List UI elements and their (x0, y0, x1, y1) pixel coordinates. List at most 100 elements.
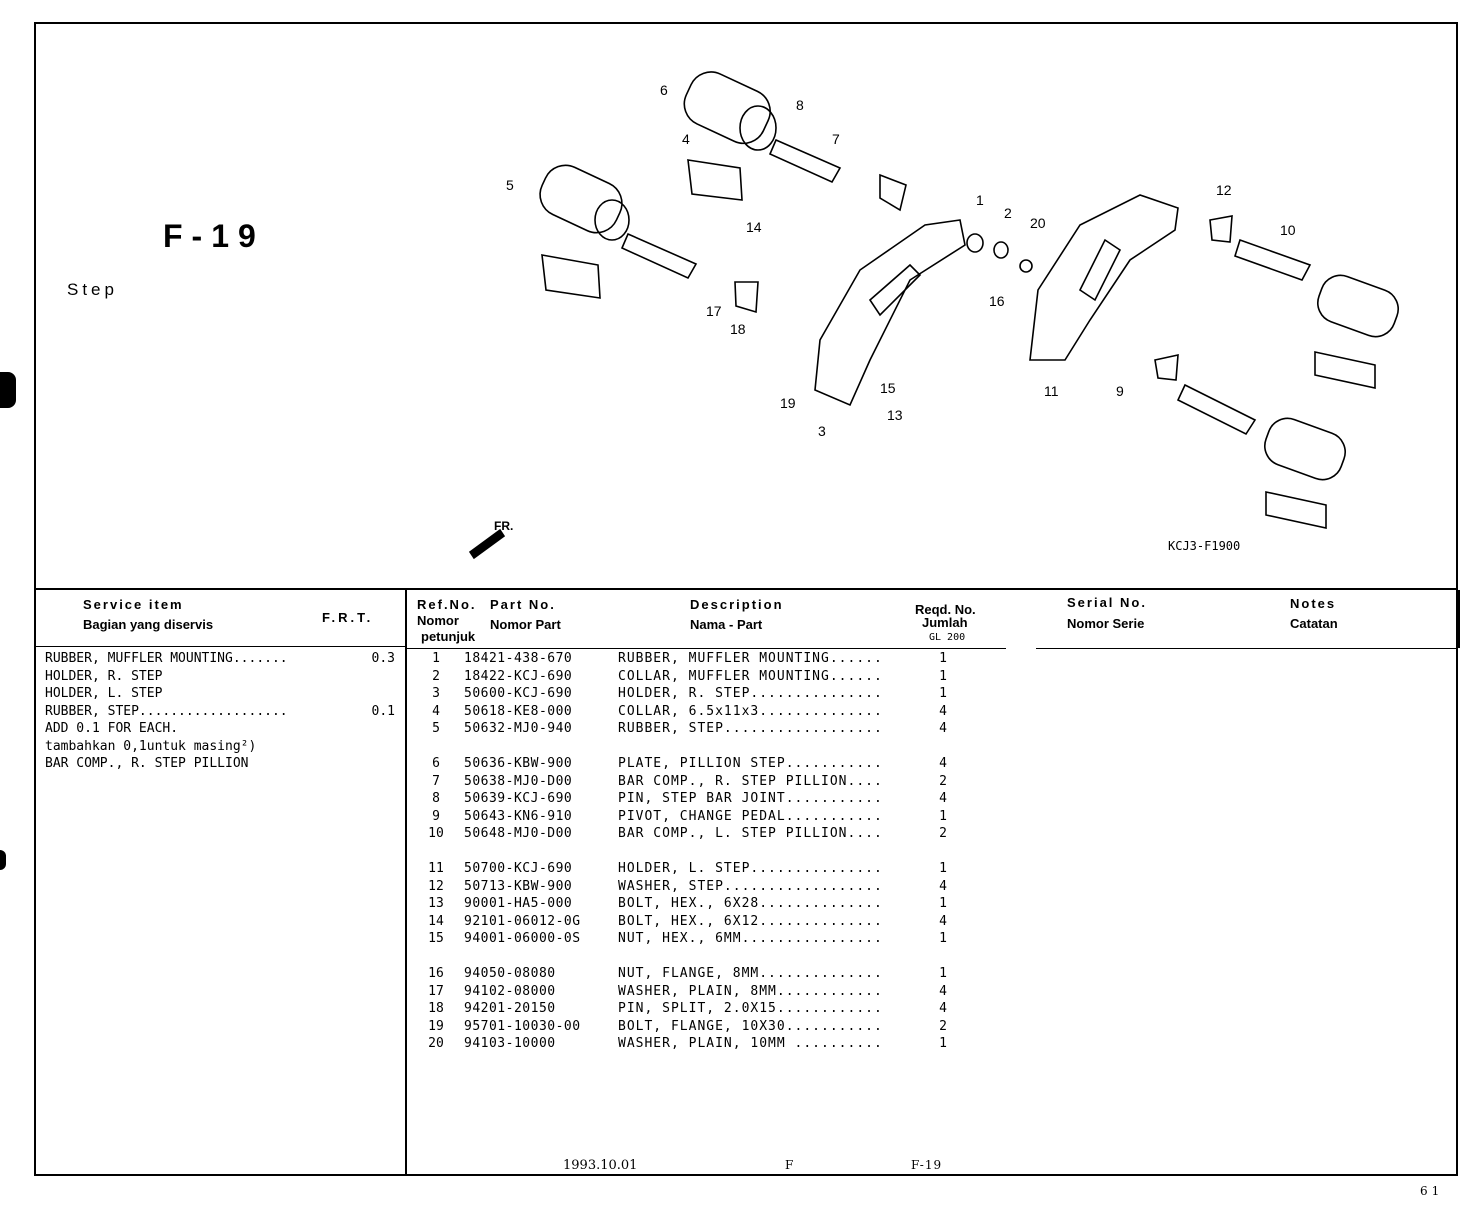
service-item-text: HOLDER, R. STEP (45, 668, 163, 684)
step-rubber-drawing (683, 71, 771, 145)
part-ref: 18 (428, 1001, 444, 1016)
part-ref: 5 (432, 721, 440, 736)
header-description-id: Nama - Part (690, 617, 763, 632)
part-ref: 8 (432, 791, 440, 806)
part-ref: 4 (432, 703, 440, 719)
header-rule-left (34, 646, 406, 647)
step-rubber-drawing (539, 164, 623, 234)
front-arrow (468, 528, 506, 560)
part-quantity: 4 (939, 703, 947, 719)
part-quantity: 1 (939, 861, 947, 876)
part-number: 50700-KCJ-690 (464, 861, 573, 876)
part-number: 18422-KCJ-690 (464, 668, 573, 684)
callout-number: 16 (989, 293, 1005, 309)
part-description: BOLT, HEX., 6X28.............. (618, 896, 883, 911)
callout-number: 5 (506, 177, 514, 193)
part-row: 2 18422-KCJ-690 COLLAR, MUFFLER MOUNTING..… (418, 668, 978, 685)
header-reqd-no: Reqd. No. (915, 602, 976, 617)
part-row: 4 50618-KE8-000 COLLAR, 6.5x11x3..........… (418, 703, 978, 720)
part-description: WASHER, STEP.................. (618, 878, 883, 894)
footer-figure: F-19 (911, 1158, 943, 1172)
callout-number: 2 (1004, 205, 1012, 221)
footer-code: F (785, 1158, 794, 1172)
part-quantity: 1 (939, 651, 947, 666)
diagram-reference: KCJ3-F1900 (1168, 539, 1240, 553)
callout-number: 18 (730, 321, 746, 337)
step-washer-drawing (1154, 353, 1179, 381)
part-description: PLATE, PILLION STEP........... (618, 756, 883, 771)
part-description: RUBBER, MUFFLER MOUNTING...... (618, 651, 883, 666)
part-quantity: 2 (939, 773, 947, 789)
holder-l-step-drawing (1029, 194, 1179, 361)
part-description: BAR COMP., L. STEP PILLION.... (618, 826, 883, 841)
part-number: 50713-KBW-900 (464, 878, 573, 894)
callout-number: 9 (1116, 383, 1124, 399)
service-item-text: RUBBER, MUFFLER MOUNTING....... (45, 651, 288, 666)
part-description: COLLAR, 6.5x11x3.............. (618, 703, 883, 719)
service-item-text: BAR COMP., R. STEP PILLION (45, 756, 249, 771)
figure-code: F-19 (163, 218, 265, 254)
part-number: 50638-MJ0-D00 (464, 773, 573, 789)
part-description: HOLDER, R. STEP............... (618, 686, 883, 701)
part-description: PIVOT, CHANGE PEDAL........... (618, 808, 883, 824)
callout-number: 4 (682, 131, 690, 147)
part-number: 50636-KBW-900 (464, 756, 573, 771)
header-ref-no-id-2: petunjuk (421, 629, 476, 644)
part-quantity: 4 (939, 721, 947, 736)
callout-number: 3 (818, 423, 826, 439)
step-bar-drawing (768, 138, 842, 184)
service-item-frt: 0.1 (371, 703, 395, 719)
header-part-no-id: Nomor Part (490, 617, 561, 632)
step-rubber-end (594, 199, 630, 241)
washer-drawing (1019, 259, 1033, 273)
part-description: HOLDER, L. STEP............... (618, 861, 883, 876)
step-washer-drawing (1209, 215, 1233, 243)
part-quantity: 4 (939, 913, 947, 929)
part-description: BAR COMP., R. STEP PILLION.... (618, 773, 883, 789)
service-item-row: ADD 0.1 FOR EACH. (45, 720, 395, 738)
part-number: 50632-MJ0-940 (464, 721, 573, 736)
header-service-item-id: Bagian yang diservis (83, 617, 214, 632)
part-number: 18421-438-670 (464, 651, 573, 666)
part-description: COLLAR, MUFFLER MOUNTING...... (618, 668, 883, 684)
part-ref: 2 (432, 668, 440, 684)
part-quantity: 4 (939, 878, 947, 894)
part-quantity: 4 (939, 1001, 947, 1016)
part-number: 50618-KE8-000 (464, 703, 573, 719)
header-model: GL 200 (929, 632, 966, 643)
step-bar-drawing (1234, 238, 1312, 281)
part-quantity: 1 (939, 686, 947, 701)
part-description: WASHER, PLAIN, 10MM .......... (618, 1036, 883, 1051)
collar-drawing (993, 241, 1009, 259)
part-description: WASHER, PLAIN, 8MM............ (618, 983, 883, 999)
figure-title: Step (67, 280, 118, 299)
header-ref-no: Ref.No. (417, 597, 477, 612)
service-item-row: HOLDER, R. STEP (45, 668, 395, 686)
part-ref: 15 (428, 931, 444, 946)
column-divider (405, 588, 407, 1176)
callout-number: 13 (887, 407, 903, 423)
header-serial-no-id: Nomor Serie (1067, 616, 1145, 631)
front-label: FR. (494, 519, 513, 533)
part-quantity: 1 (939, 808, 947, 824)
service-item-text: RUBBER, STEP................... (45, 703, 288, 719)
header-part-no: Part No. (490, 597, 556, 612)
step-rubber-end (739, 105, 777, 151)
service-item-row: BAR COMP., R. STEP PILLION (45, 755, 395, 773)
callout-number: 7 (832, 131, 840, 147)
step-plate-drawing (1314, 351, 1376, 389)
part-number: 50600-KCJ-690 (464, 686, 573, 701)
